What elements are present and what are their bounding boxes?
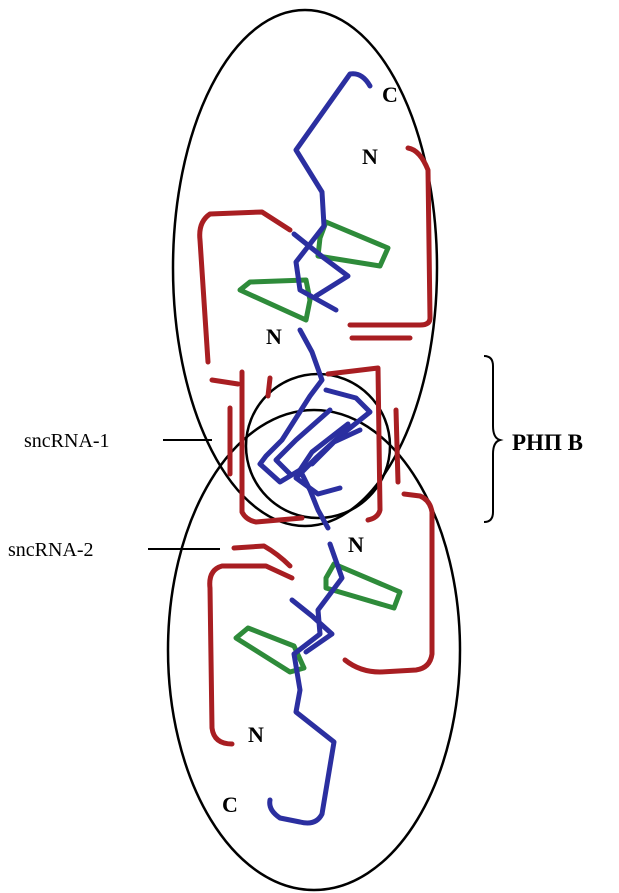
label-n-top: N (362, 144, 378, 169)
red-chain-center-inner (268, 378, 270, 396)
label-n-bottom: N (248, 722, 264, 747)
label-n-mid-upper: N (266, 324, 282, 349)
blue-chains (260, 74, 370, 823)
red-chain-right-bar-1 (396, 410, 398, 482)
label-sncrna-1: sncRNA-1 (24, 430, 110, 452)
blue-chain-bottom (270, 544, 342, 823)
label-sncrna-2: sncRNA-2 (8, 539, 94, 561)
red-chain-lower-strand (234, 546, 290, 566)
red-chain-upper-left-b (212, 380, 238, 384)
red-chain-right-bar-2 (345, 494, 432, 672)
blue-chain-bottom-loop (292, 600, 332, 652)
label-c-bottom: C (222, 792, 238, 817)
label-n-mid-lower: N (348, 532, 364, 557)
label-rnp-b: РНП В (512, 430, 583, 455)
blue-chain-top (296, 74, 370, 310)
red-chain-lower-left (210, 566, 292, 744)
label-c-top: C (382, 82, 398, 107)
rnp-b-bracket (484, 356, 500, 522)
